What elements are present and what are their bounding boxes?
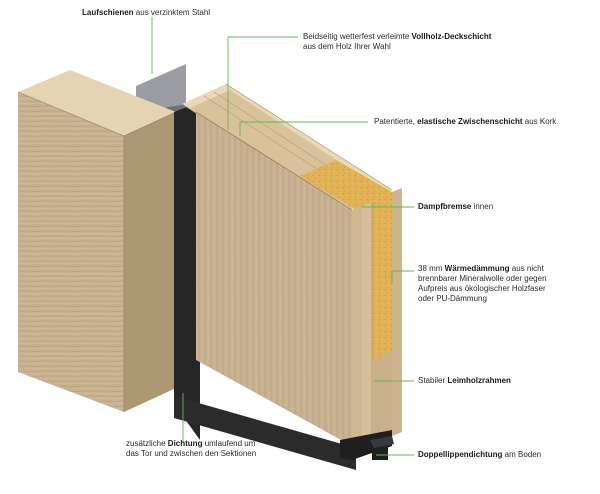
- callout-seal: zusätzliche Dichtung umlaufend um das To…: [126, 439, 257, 458]
- leader-cork: [239, 121, 368, 136]
- callout-cork-layer: Patentierte, elastische Zwischenschicht …: [374, 117, 557, 126]
- leader-cover: [227, 36, 298, 130]
- leader-insulation: [391, 270, 414, 284]
- callout-cover-layer: Beidseitig wetterfest verleimte Vollholz…: [303, 32, 492, 51]
- leader-lines: [151, 17, 414, 456]
- callout-rails: Laufschienen aus verzinktem Stahl: [82, 8, 211, 17]
- callout-bottom-seal: Doppellippendichtung am Boden: [418, 450, 542, 459]
- callout-insulation: 38 mm Wärmedämmung aus nicht brennbarer …: [418, 264, 547, 303]
- bottom-lip-seal: [340, 430, 394, 460]
- callout-vapor-brake: Dampfbremse innen: [418, 202, 494, 211]
- callout-frame: Stabiler Leimholzrahmen: [418, 376, 511, 385]
- perimeter-seal: [174, 102, 356, 470]
- door-panel: [181, 83, 402, 452]
- wall-pillar: [17, 70, 177, 412]
